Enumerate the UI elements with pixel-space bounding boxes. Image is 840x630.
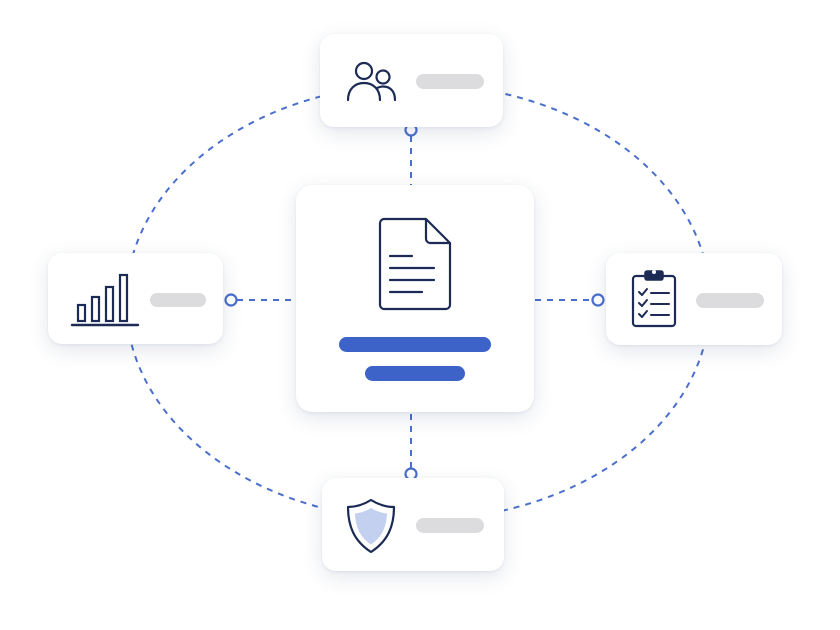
- node-label-placeholder-left: [150, 293, 206, 307]
- connector-dot-right: [591, 293, 605, 307]
- node-label-placeholder-right: [696, 293, 764, 308]
- node-card-right[interactable]: [606, 253, 782, 345]
- document-icon: [376, 213, 456, 315]
- connector-dot-left: [224, 293, 238, 307]
- node-card-top[interactable]: [320, 34, 503, 127]
- node-card-left[interactable]: [48, 253, 223, 344]
- center-subtitle-bar: [365, 366, 465, 381]
- center-hub-card[interactable]: [296, 185, 534, 412]
- bar-chart-icon: [70, 269, 142, 329]
- users-icon: [344, 58, 402, 106]
- shield-icon: [344, 496, 398, 556]
- checklist-clipboard-icon: [628, 267, 682, 331]
- node-card-bottom[interactable]: [322, 478, 504, 571]
- node-label-placeholder-top: [416, 74, 484, 89]
- node-label-placeholder-bottom: [416, 518, 484, 533]
- center-title-bar: [339, 337, 491, 352]
